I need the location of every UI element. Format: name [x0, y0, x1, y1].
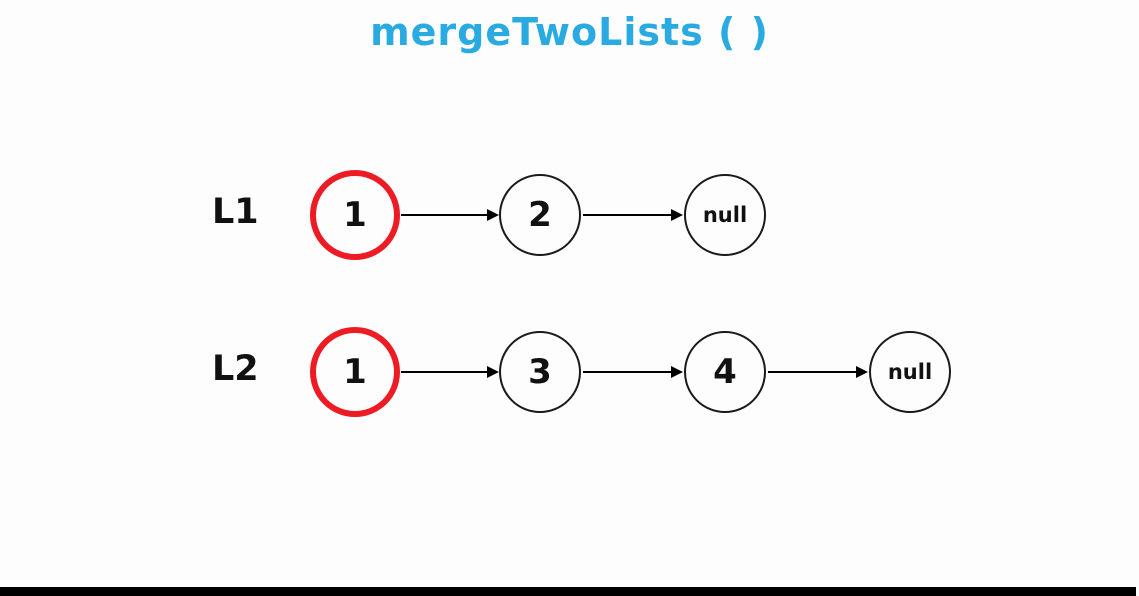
list-node-null: null: [869, 331, 951, 413]
node-value: 4: [713, 352, 737, 392]
list-node: 4: [684, 331, 766, 413]
list-node-head-highlighted: 1: [310, 170, 400, 260]
node-value: 2: [528, 195, 552, 235]
node-value: 1: [343, 195, 367, 235]
node-value: 1: [343, 352, 367, 392]
node-value: null: [702, 203, 748, 227]
node-value: 3: [528, 352, 552, 392]
node-value: null: [887, 360, 933, 384]
list-node: 2: [499, 174, 581, 256]
list-node-null: null: [684, 174, 766, 256]
list-node-head-highlighted: 1: [310, 327, 400, 417]
arrow-icon: [583, 209, 683, 221]
list-label-l1: L1: [212, 192, 259, 232]
list-label-l2: L2: [212, 349, 259, 389]
arrow-icon: [768, 366, 868, 378]
arrow-icon: [583, 366, 683, 378]
arrow-icon: [401, 209, 499, 221]
bottom-bar: [0, 587, 1136, 596]
diagram-title: mergeTwoLists ( ): [370, 10, 769, 54]
arrow-icon: [401, 366, 499, 378]
list-node: 3: [499, 331, 581, 413]
